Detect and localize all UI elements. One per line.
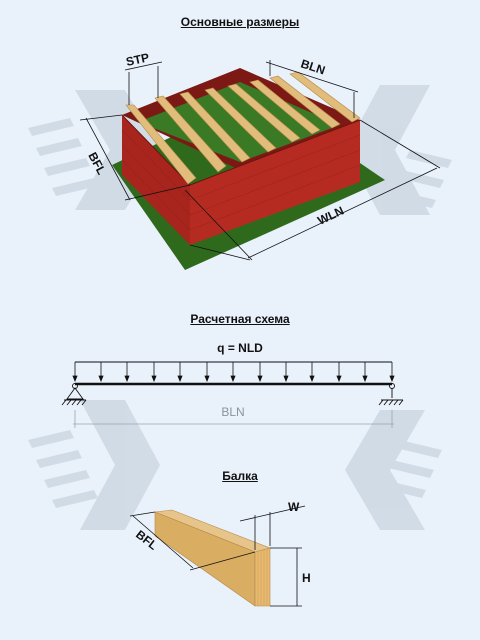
- label-h: H: [302, 571, 311, 585]
- title-main-dimensions: Основные размеры: [180, 15, 300, 29]
- title-beam: Балка: [222, 469, 258, 483]
- watermark-arrow-icon: [345, 410, 425, 530]
- label-stp: STP: [125, 50, 151, 69]
- label-load: q = NLD: [217, 341, 263, 355]
- roller-support-icon: [378, 383, 404, 406]
- beam-end-face: [254, 547, 271, 607]
- load-arrows: [72, 362, 395, 383]
- label-bln-span: BLN: [221, 405, 244, 419]
- title-calc-scheme: Расчетная схема: [190, 312, 290, 326]
- rafters: [125, 71, 361, 185]
- pin-support-icon: [61, 383, 87, 406]
- watermark-arrow-icon: [80, 400, 160, 530]
- label-w: W: [288, 500, 300, 514]
